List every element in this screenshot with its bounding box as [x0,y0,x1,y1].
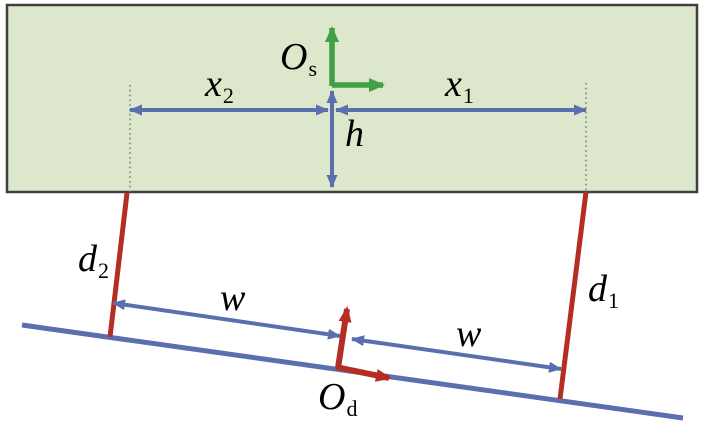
road-origin-symbol: O [318,376,346,418]
w-right-label: w [456,315,481,353]
x2-subscript: 2 [222,83,234,108]
d1-symbol: d [588,268,607,310]
road-normal-axis-arrow [335,306,352,369]
w-right-symbol: w [456,313,482,355]
d1-distance-line [557,191,589,400]
x1-label: x1 [445,65,474,107]
sensor-plane-box [5,3,699,194]
w-left-symbol: w [220,277,246,319]
w-right-dimension-arrow [351,335,562,373]
d1-label: d1 [588,270,619,312]
x1-subscript: 1 [462,83,474,108]
road-tangent-axis-arrow [335,364,392,382]
d2-subscript: 2 [98,258,109,283]
d2-label: d2 [78,240,109,282]
sensor-origin-subscript: s [308,56,318,81]
w-left-dimension-arrow [112,299,341,340]
road-origin-subscript: d [346,396,358,421]
h-label: h [345,115,364,153]
sensor-origin-label: Os [280,38,317,80]
h-symbol: h [345,113,364,155]
d1-subscript: 1 [608,288,619,313]
x2-label: x2 [205,65,234,107]
road-origin-label: Od [318,378,357,420]
sensor-origin-symbol: O [280,36,308,78]
x1-symbol: x [445,63,462,105]
d2-distance-line [107,192,130,338]
d2-symbol: d [78,238,97,280]
x2-symbol: x [205,63,222,105]
w-left-label: w [220,279,245,317]
